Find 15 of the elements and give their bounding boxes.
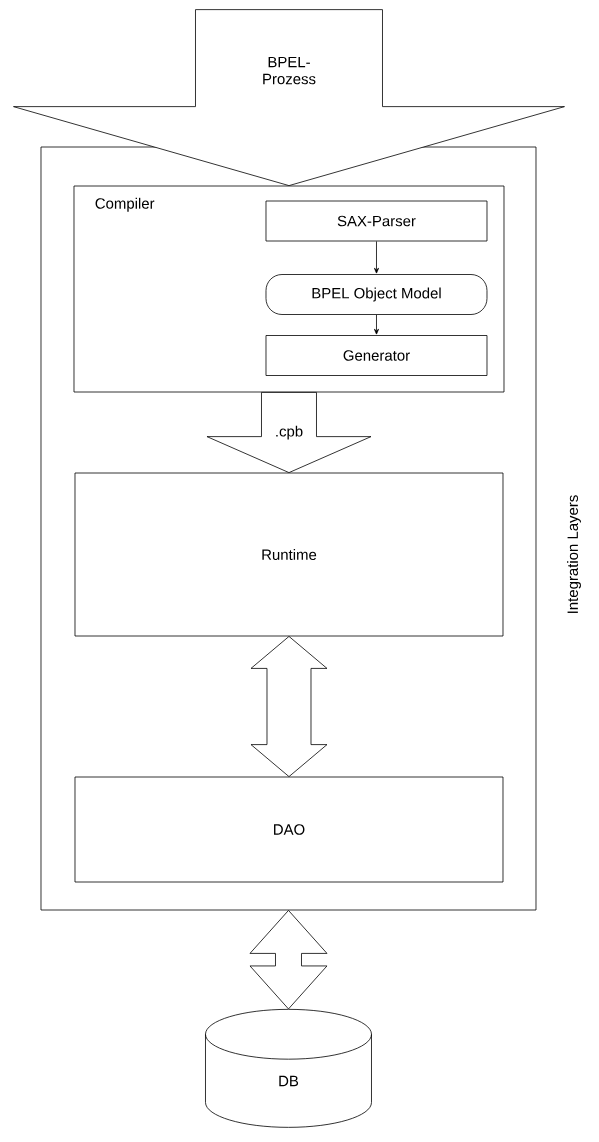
block-arrow xyxy=(249,910,328,1010)
block-arrow xyxy=(13,9,565,186)
process-box: SAX-Parser xyxy=(265,200,488,242)
arrow xyxy=(374,241,379,274)
edge-label: BPEL-Prozess xyxy=(263,56,316,85)
rounded-box: BPEL Object Model xyxy=(265,274,488,315)
block-arrow xyxy=(250,636,328,777)
process-box: DAO xyxy=(74,776,504,883)
process-box: Generator xyxy=(265,335,488,376)
frame-label: Integration Layers xyxy=(567,495,581,613)
arrow xyxy=(374,314,379,335)
edge-label: .cpb xyxy=(276,425,303,440)
process-box: Runtime xyxy=(74,472,504,637)
database-cylinder: DB xyxy=(205,1008,372,1128)
block-arrow xyxy=(206,392,372,473)
